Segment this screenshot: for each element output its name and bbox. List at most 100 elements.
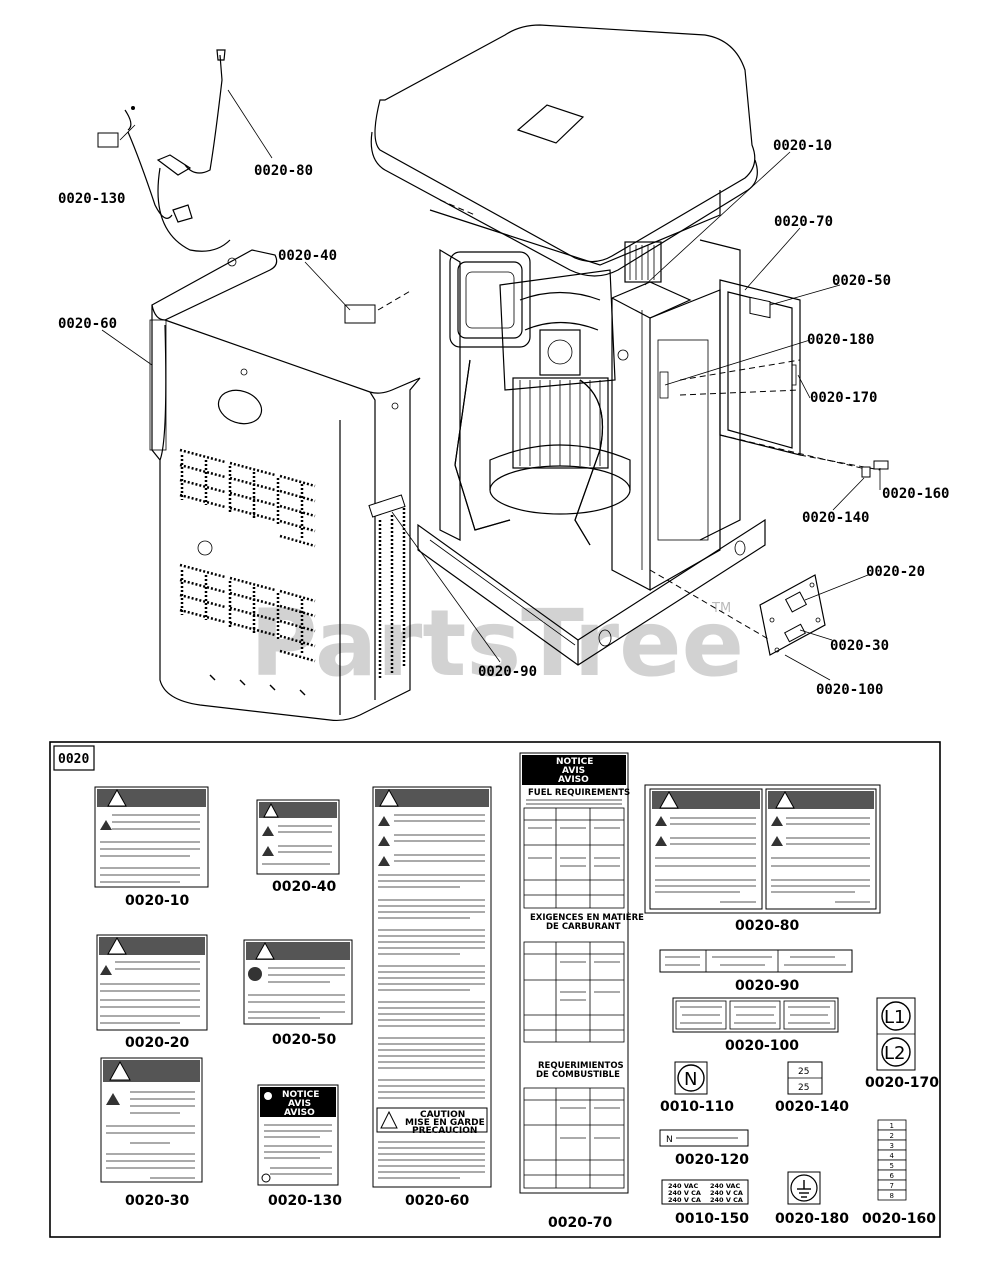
cable-assemblies	[97, 49, 231, 252]
label-0020-180: 0020-180	[775, 1211, 849, 1227]
decal-0020-170: L1 L2	[876, 997, 916, 1071]
roof-cover	[370, 24, 758, 277]
base-frame	[417, 518, 766, 666]
callout-0020-80: 0020-80	[254, 163, 313, 179]
marker-l2: L2	[884, 1043, 905, 1064]
part-0020-160-label	[873, 460, 889, 470]
strip-cell	[877, 1189, 907, 1201]
label-0020-70: 0020-70	[548, 1215, 613, 1231]
label-0020-80: 0020-80	[735, 918, 800, 934]
leader-lines	[101, 89, 881, 681]
decal-0020-140: 25 25	[787, 1061, 823, 1095]
label-0010-110: 0010-110	[660, 1099, 734, 1115]
voltage-r2-right: 240 V CA	[710, 1189, 743, 1197]
notice-70-line3: AVISO	[558, 775, 589, 785]
strip-number: 7	[890, 1182, 894, 1190]
fuel-heading-es: REQUERIMIENTOS	[538, 1061, 624, 1071]
fuel-heading-en: FUEL REQUIREMENTS	[528, 788, 630, 798]
strip-number: 3	[890, 1142, 894, 1150]
label-0020-60: 0020-60	[405, 1193, 470, 1209]
callout-0020-170: 0020-170	[810, 390, 877, 406]
label-0010-150: 0010-150	[675, 1211, 749, 1227]
voltage-r1-right: 240 VAC	[710, 1182, 740, 1190]
callout-0020-40: 0020-40	[278, 248, 337, 264]
decal-0010-110: N	[674, 1061, 708, 1095]
rear-panel	[439, 248, 461, 541]
control-cabinet	[611, 281, 721, 591]
decal-0020-130: NOTICE AVIS AVISO	[257, 1084, 339, 1186]
voltage-r3-right: 240 V CA	[710, 1196, 743, 1204]
decal-0020-80	[644, 784, 881, 914]
roof-label-plate	[516, 104, 585, 144]
callout-0020-160: 0020-160	[882, 486, 949, 502]
notice-70-line2: AVIS	[562, 766, 585, 776]
decal-0020-60: CAUTION MISE EN GARDE PRECAUCION	[372, 786, 492, 1188]
label-0020-40: 0020-40	[272, 879, 337, 895]
part-0020-140-label	[861, 466, 871, 478]
decal-0020-20	[96, 934, 208, 1031]
marker-140-top: 25	[798, 1067, 809, 1077]
strip-number: 2	[890, 1132, 894, 1140]
callout-0020-130: 0020-130	[58, 191, 125, 207]
kit-number: 0020	[58, 752, 89, 767]
decal-kit-panel: 0020 0020-10 0020-40 0020-20	[49, 741, 941, 1238]
notice-70-line1: NOTICE	[556, 757, 593, 767]
label-0020-130: 0020-130	[268, 1193, 342, 1209]
caution-60-line2: MISE EN GARDE	[405, 1118, 485, 1128]
voltage-r2-left: 240 V CA	[668, 1189, 701, 1197]
panel-decal-spot	[368, 494, 406, 518]
part-data-plate	[759, 574, 826, 656]
side-enclosure-panel	[149, 249, 421, 722]
callout-0020-140: 0020-140	[802, 510, 869, 526]
decal-0020-100	[672, 997, 839, 1033]
caution-60-line1: CAUTION	[420, 1110, 465, 1120]
label-0020-20: 0020-20	[125, 1035, 190, 1051]
callout-0020-60: 0020-60	[58, 316, 117, 332]
louvers-lower	[179, 563, 316, 663]
kit-number-box	[53, 745, 95, 771]
decal-0020-50	[243, 939, 353, 1025]
decal-0020-70: NOTICE AVIS AVISO FUEL REQUIREMENTS EXIG…	[519, 752, 644, 1194]
decal-0020-90	[659, 949, 853, 973]
decal-0020-10	[94, 786, 209, 888]
marker-l1: L1	[884, 1007, 905, 1028]
control-door	[719, 279, 801, 456]
caution-60-line3: PRECAUCION	[412, 1126, 477, 1136]
decal-0020-30	[100, 1057, 203, 1183]
air-filter	[449, 251, 531, 348]
watermark-text: PartsTree	[250, 590, 744, 697]
callout-0020-90: 0020-90	[478, 664, 537, 680]
callout-0020-10: 0020-10	[773, 138, 832, 154]
side-vents	[378, 508, 406, 680]
decal-0020-120: N	[659, 1129, 749, 1147]
decal-0020-180	[787, 1171, 821, 1205]
decal-0020-40	[256, 799, 340, 875]
strip-number: 8	[890, 1192, 894, 1200]
fuel-heading-fr-2: DE CARBURANT	[546, 922, 621, 932]
label-0020-90: 0020-90	[735, 978, 800, 994]
callout-0020-180: 0020-180	[807, 332, 874, 348]
label-0020-10: 0020-10	[125, 893, 190, 909]
callout-0020-100: 0020-100	[816, 682, 883, 698]
label-0020-170: 0020-170	[865, 1075, 939, 1091]
engine-assembly	[449, 241, 662, 546]
strip-number: 4	[890, 1152, 895, 1160]
notice-130-line2: AVIS	[288, 1099, 311, 1109]
marker-140-bottom: 25	[798, 1083, 809, 1093]
louvers-upper	[179, 448, 316, 548]
callout-0020-20: 0020-20	[866, 564, 925, 580]
part-0020-40-decal	[344, 304, 376, 324]
callout-0020-30: 0020-30	[830, 638, 889, 654]
decal-0010-150: 240 VAC 240 VAC 240 V CA 240 V CA 240 V …	[661, 1179, 749, 1205]
strip-number: 1	[890, 1122, 894, 1130]
notice-130-line3: AVISO	[284, 1108, 315, 1118]
voltage-r1-left: 240 VAC	[668, 1182, 698, 1190]
label-0020-30: 0020-30	[125, 1193, 190, 1209]
label-0020-120: 0020-120	[675, 1152, 749, 1168]
callout-0020-50: 0020-50	[832, 273, 891, 289]
label-0020-160: 0020-160	[862, 1211, 936, 1227]
callout-0020-70: 0020-70	[774, 214, 833, 230]
notice-130-line1: NOTICE	[282, 1090, 319, 1100]
